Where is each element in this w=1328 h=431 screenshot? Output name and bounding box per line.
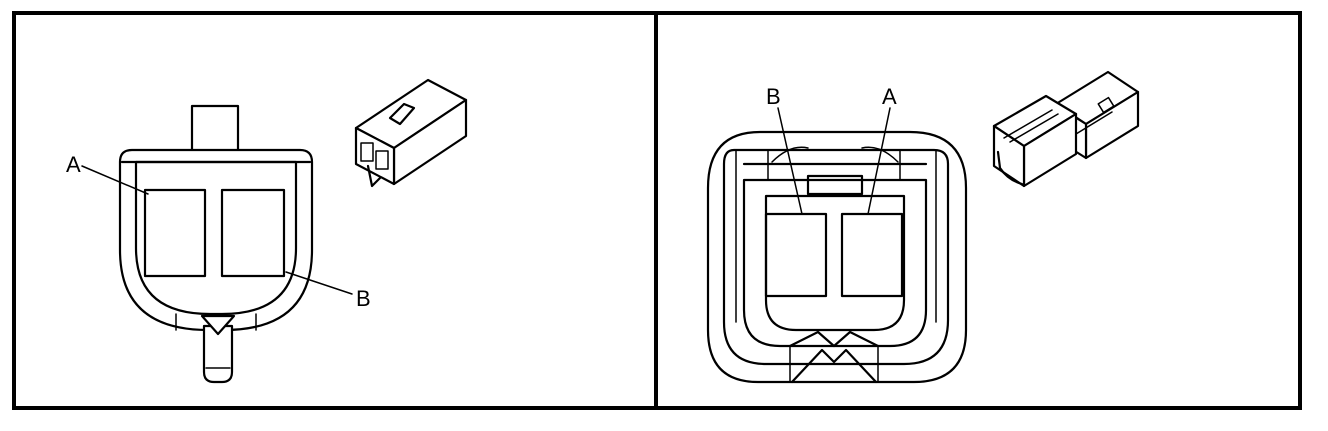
left-leader-a [81, 165, 149, 195]
right-cavity-b [764, 212, 828, 298]
right-panel: B A [706, 70, 1140, 384]
left-label-a: A [66, 152, 81, 177]
left-connector-face [118, 104, 314, 384]
left-cavity-b [220, 188, 286, 278]
right-leader-b [777, 107, 803, 215]
left-leader-b [285, 271, 353, 295]
right-label-b: B [766, 84, 781, 109]
left-cavity-a [143, 188, 207, 278]
right-label-a: A [882, 84, 897, 109]
left-isometric-connector [354, 78, 468, 188]
right-cavity-a [840, 212, 904, 298]
right-connector-face [706, 130, 968, 384]
left-panel: A B [66, 78, 468, 384]
right-leader-a [867, 107, 891, 215]
left-label-b: B [356, 286, 371, 311]
right-isometric-connector [992, 70, 1140, 188]
